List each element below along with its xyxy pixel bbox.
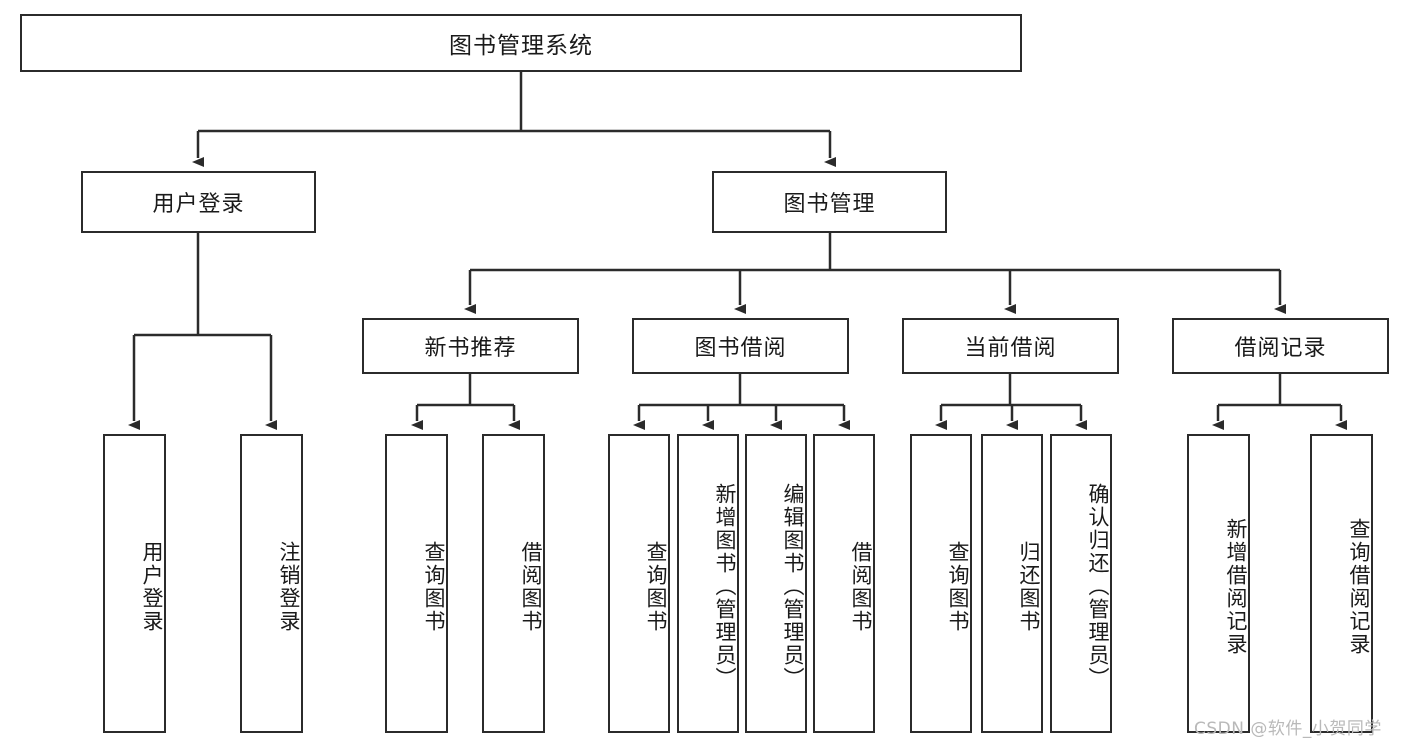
leaf-query-book-borrow[interactable]: 查询图书: [608, 434, 670, 733]
leaf-user-login[interactable]: 用户登录: [103, 434, 166, 733]
leaf-query-book-recommend[interactable]: 查询图书: [385, 434, 448, 733]
leaf-add-borrow-record[interactable]: 新增借阅记录: [1187, 434, 1250, 733]
leaf-borrow-book[interactable]: 借阅图书: [813, 434, 875, 733]
leaf-label: 编辑图书（管理员）: [781, 483, 805, 690]
node-root-system[interactable]: 图书管理系统: [20, 14, 1022, 72]
leaf-label: 查询图书: [946, 540, 970, 633]
leaf-query-book-current[interactable]: 查询图书: [910, 434, 972, 733]
leaf-label: 新增借阅记录: [1224, 517, 1248, 656]
leaf-label: 注销登录: [277, 540, 301, 633]
leaf-label: 查询图书: [422, 540, 446, 633]
leaf-label: 确认归还（管理员）: [1086, 483, 1110, 690]
leaf-add-book-admin[interactable]: 新增图书（管理员）: [677, 434, 739, 733]
leaf-query-borrow-record[interactable]: 查询借阅记录: [1310, 434, 1373, 733]
leaf-return-book[interactable]: 归还图书: [981, 434, 1043, 733]
node-user-login[interactable]: 用户登录: [81, 171, 316, 233]
node-book-management[interactable]: 图书管理: [712, 171, 947, 233]
leaf-edit-book-admin[interactable]: 编辑图书（管理员）: [745, 434, 807, 733]
leaf-logout[interactable]: 注销登录: [240, 434, 303, 733]
leaf-label: 查询借阅记录: [1347, 517, 1371, 656]
node-book-borrow[interactable]: 图书借阅: [632, 318, 849, 374]
leaf-confirm-return-admin[interactable]: 确认归还（管理员）: [1050, 434, 1112, 733]
leaf-label: 新增图书（管理员）: [713, 483, 737, 690]
node-new-book-recommend[interactable]: 新书推荐: [362, 318, 579, 374]
leaf-label: 用户登录: [140, 540, 164, 633]
leaf-label: 借阅图书: [849, 540, 873, 633]
csdn-watermark: CSDN @软件_小贺同学: [1194, 719, 1382, 739]
leaf-label: 归还图书: [1017, 540, 1041, 633]
node-borrow-records[interactable]: 借阅记录: [1172, 318, 1389, 374]
leaf-label: 借阅图书: [519, 540, 543, 633]
leaf-label: 查询图书: [644, 540, 668, 633]
leaf-borrow-book-recommend[interactable]: 借阅图书: [482, 434, 545, 733]
node-current-borrow[interactable]: 当前借阅: [902, 318, 1119, 374]
